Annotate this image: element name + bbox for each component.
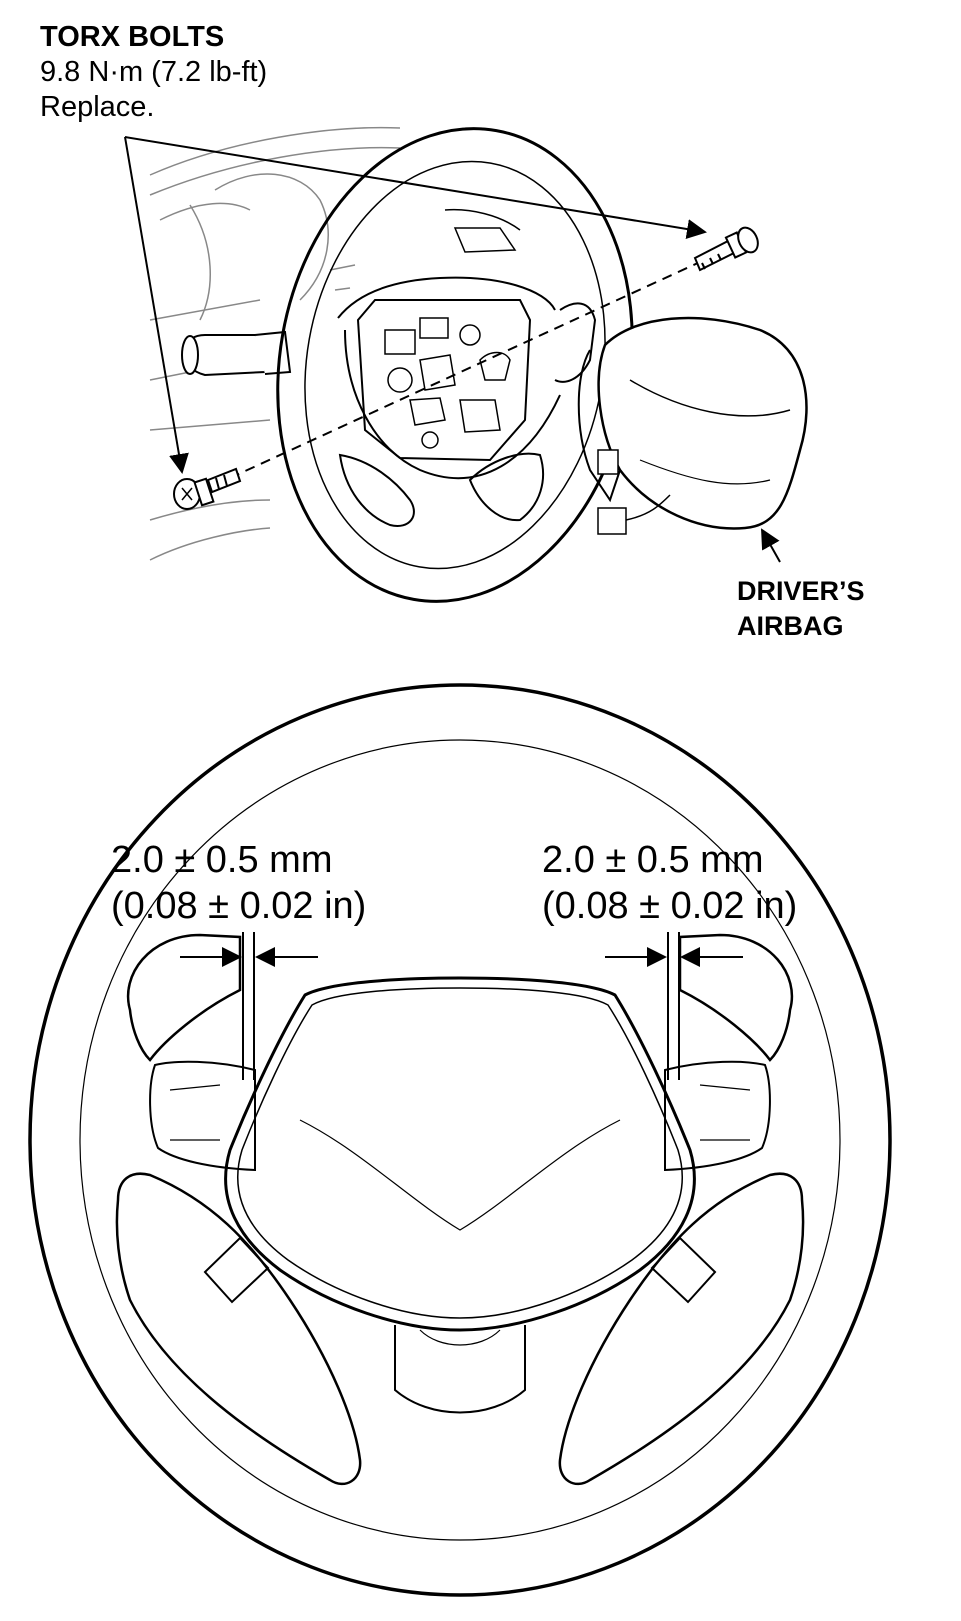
drivers-airbag-label-line2: AIRBAG (737, 611, 844, 641)
torx-leader-lines (124, 136, 707, 474)
drivers-airbag-label-line1: DRIVER’S (737, 576, 865, 606)
torx-bolts-torque: 9.8 N·m (7.2 lb-ft) (40, 56, 268, 88)
bolt-axis-dashed-line (229, 261, 701, 479)
gap-dimension-left (180, 932, 318, 1080)
airbag-cover-front (224, 976, 696, 1414)
gap-left-metric: 2.0 ± 0.5 mm (111, 839, 333, 881)
torx-bolt-left (173, 467, 242, 510)
gap-left-imperial: (0.08 ± 0.02 in) (111, 885, 367, 927)
combination-switch-stalk (181, 330, 292, 377)
airbag-leader-line (761, 528, 781, 563)
gap-dimension-right (605, 932, 743, 1080)
gap-right-metric: 2.0 ± 0.5 mm (542, 839, 764, 881)
gap-right-imperial: (0.08 ± 0.02 in) (542, 885, 798, 927)
wheel-hub-connectors (356, 299, 532, 462)
drivers-airbag-module (577, 316, 808, 535)
torx-bolts-note: Replace. (40, 91, 155, 123)
torx-bolts-title: TORX BOLTS (40, 21, 225, 53)
steering-wheel-front-view (28, 683, 892, 1597)
torx-bolt-right (693, 226, 759, 272)
dashboard-background (149, 126, 401, 561)
